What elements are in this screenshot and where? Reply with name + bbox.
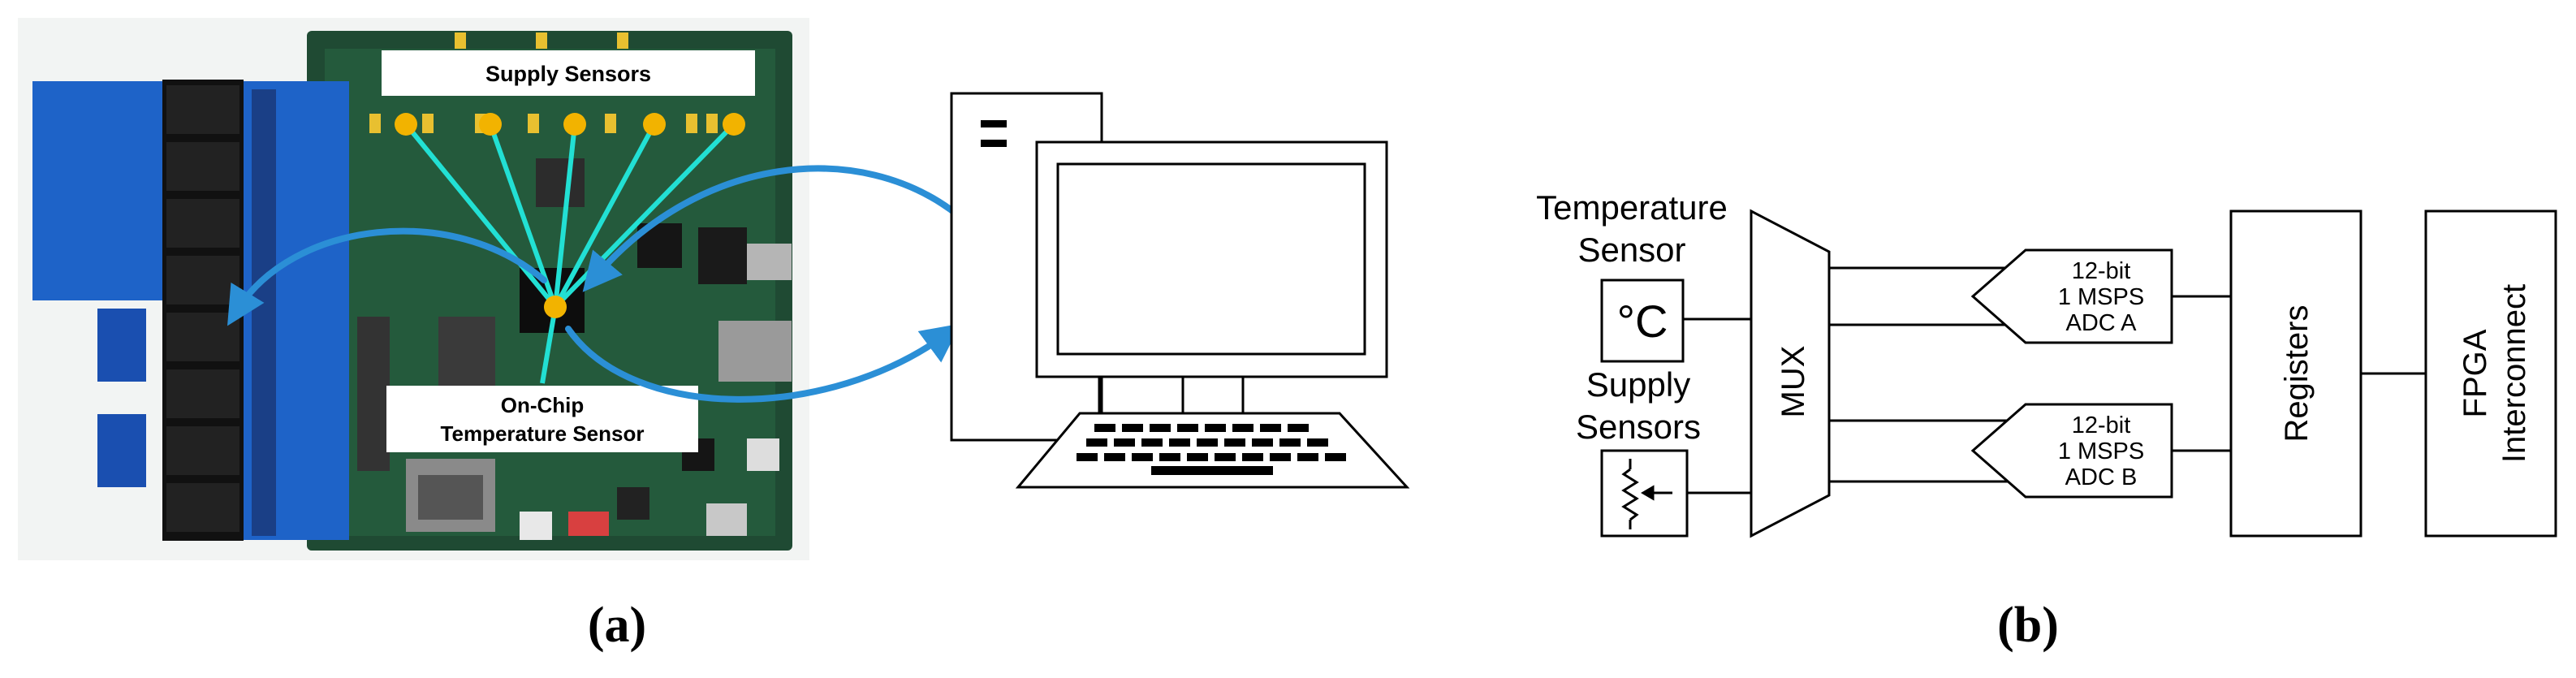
panel-a: Supply Sensors On-Chip Temperature Senso… xyxy=(18,18,1410,653)
on-chip-label-line1: On-Chip xyxy=(501,393,585,417)
supply-sensor-dot xyxy=(563,113,586,136)
mux-block xyxy=(1750,209,1831,538)
supply-sensors-label: Supply Sensors xyxy=(485,62,651,86)
resistor-icon xyxy=(1621,459,1672,529)
supply-sensor-dot xyxy=(723,113,745,136)
on-chip-label-line2: Temperature Sensor xyxy=(441,421,645,446)
data-flow-arrows xyxy=(227,165,961,403)
fpga-label-line1: FPGA xyxy=(2457,329,2493,417)
on-chip-sensor-dot xyxy=(544,296,567,318)
arrow-chip-to-pc xyxy=(565,323,961,403)
registers-label: Registers xyxy=(2279,305,2315,443)
temperature-sensor-label-line1: Temperature xyxy=(1536,188,1728,227)
panel-b-caption: (b) xyxy=(1997,598,2059,653)
supply-sensor-dot xyxy=(395,113,417,136)
supply-sensors-label-line1: Supply xyxy=(1586,365,1690,404)
adc-a-line3: ADC A xyxy=(2065,310,2137,336)
adc-a-line2: 1 MSPS xyxy=(2058,284,2144,310)
supply-sensors-label-box xyxy=(382,50,755,96)
supply-sensor-dot xyxy=(643,113,666,136)
temperature-sensor-box xyxy=(1600,279,1685,363)
computer-icon xyxy=(950,92,1410,489)
arrow-chip-to-daughterboard xyxy=(227,227,547,326)
panel-a-caption: (a) xyxy=(588,598,646,653)
supply-sensors-label-line2: Sensors xyxy=(1576,408,1701,446)
registers-block xyxy=(2229,209,2362,538)
supply-sensor-dot xyxy=(479,113,502,136)
arrow-pc-to-chip xyxy=(582,165,961,292)
keyboard-keys xyxy=(1077,424,1346,475)
adc-b-line2: 1 MSPS xyxy=(2058,438,2144,464)
celsius-icon: °C xyxy=(1617,296,1668,347)
adc-a-line1: 12-bit xyxy=(2072,258,2131,284)
adc-b-line3: ADC B xyxy=(2065,464,2138,490)
blue-daughterboard-photo xyxy=(32,80,349,541)
sensor-dots xyxy=(395,113,745,318)
adc-b-line1: 12-bit xyxy=(2072,412,2131,438)
on-chip-label-box xyxy=(386,386,698,452)
fpga-label-line2: Interconnect xyxy=(2496,284,2532,463)
temperature-sensor-label-line2: Sensor xyxy=(1577,231,1685,269)
panel-b: Temperature Sensor °C Supply Sensors MUX… xyxy=(1536,188,2557,653)
mux-label: MUX xyxy=(1776,346,1811,418)
fpga-interconnect-block xyxy=(2424,209,2557,538)
